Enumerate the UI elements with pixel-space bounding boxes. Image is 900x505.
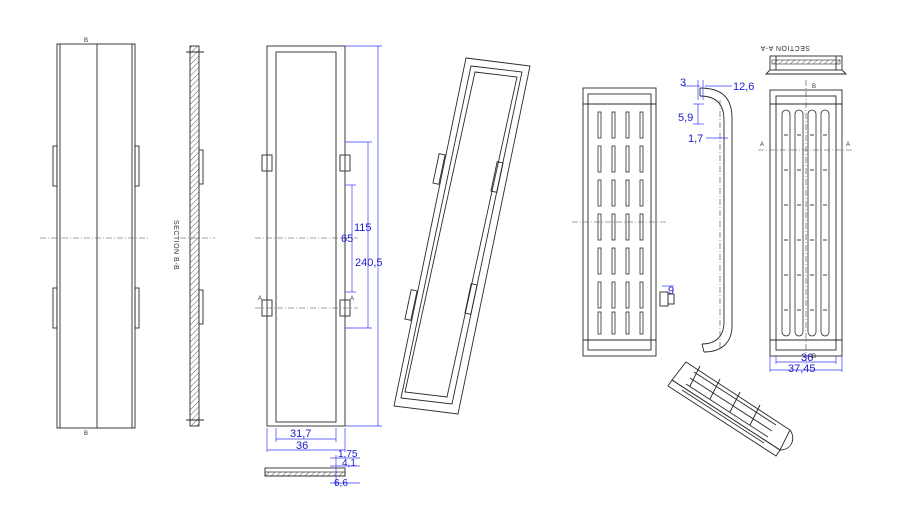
cut-marker-b-top: B (812, 84, 816, 90)
dim-outer-width: 36 (296, 440, 308, 452)
section-aa-view: SECTION A-A (760, 44, 848, 75)
section-bb-label: SECTION B-B (172, 220, 179, 270)
edge-detail-view: 1,75 4,1 6,6 (264, 449, 360, 489)
slot-grid (597, 111, 644, 335)
dim-total-height: 240,5 (355, 257, 383, 269)
isometric-grille-view (667, 361, 794, 457)
cut-marker-a-grille-right: A (846, 142, 850, 148)
slotted-grille-view (572, 87, 666, 357)
dim-profile-12-6: 12,6 (733, 81, 754, 93)
rib-grid (781, 109, 830, 337)
cut-marker-bottom: B (84, 431, 88, 437)
dim-edge-1: 1,75 (338, 449, 358, 460)
cut-marker-a-left: A (258, 296, 262, 302)
side-profile-view: 3 12,6 5,9 1,7 9 (659, 77, 754, 353)
dim-profile-1-7: 1,7 (688, 133, 703, 145)
cut-marker-a-grille-left: A (760, 142, 764, 148)
dim-grille-outer-width: 37,45 (788, 363, 816, 375)
dim-profile-9: 9 (668, 285, 674, 297)
dim-profile-3: 3 (680, 77, 686, 89)
cut-marker-top: B (84, 38, 88, 44)
isometric-frame-view (393, 57, 531, 415)
section-bb-view: SECTION B-B (172, 45, 215, 427)
dim-edge-2: 4,1 (342, 458, 356, 469)
dim-profile-5-9: 5,9 (678, 112, 693, 124)
dim-inner-width: 31,7 (290, 428, 311, 440)
ribbed-grille-view: B B A A 36 37,45 (758, 80, 852, 375)
front-view: A A 240,5 115 65 31,7 36 (255, 45, 383, 452)
dim-height-65: 65 (341, 233, 353, 245)
cut-marker-b-bottom: B (812, 354, 816, 360)
dim-grille-inner-width: 36 (801, 352, 813, 364)
section-aa-label: SECTION A-A (760, 44, 810, 51)
dim-height-115: 115 (354, 222, 372, 234)
side-view: B B (40, 38, 150, 437)
dim-edge-3: 6,6 (334, 478, 348, 489)
cut-marker-a-right: A (350, 296, 354, 302)
